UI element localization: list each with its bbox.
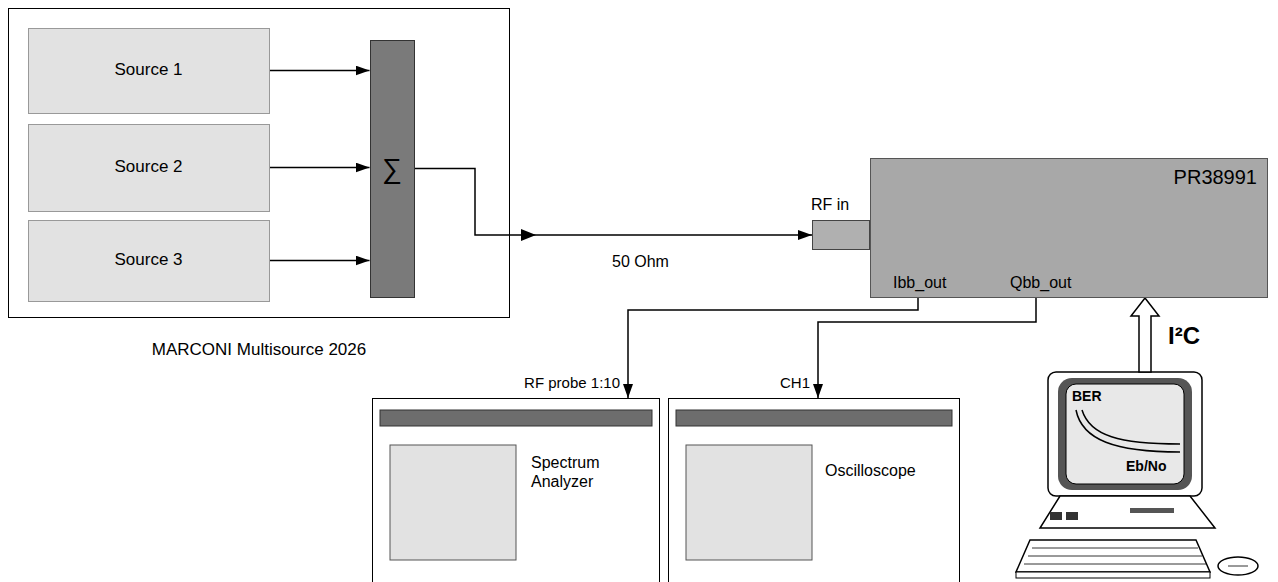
edge-label-holder: I²C — [1168, 322, 1200, 351]
signal-line — [270, 260, 370, 262]
keyboard — [1016, 540, 1210, 572]
ber-curve — [1076, 410, 1180, 452]
spectrum-analyzer: Spectrum Analyzer — [372, 398, 660, 582]
source-box: Source 2 — [28, 124, 270, 212]
signal-line — [270, 167, 370, 169]
pin-label-holder: Ibb_out — [893, 273, 946, 292]
monitor-bezel — [1058, 378, 1192, 490]
text-holder: Spectrum Analyzer — [531, 453, 631, 491]
signal-line — [415, 169, 813, 236]
pin-name: Ibb_out — [893, 274, 946, 291]
node-text: ∑ — [382, 152, 402, 186]
keyboard-edge — [1016, 572, 1210, 578]
text-holder: Eb/No — [1126, 458, 1166, 475]
computer-base — [1040, 496, 1215, 528]
node-text: BER — [1072, 388, 1102, 404]
source-box: Source 1 — [28, 28, 270, 114]
drive-slot — [1066, 512, 1078, 520]
mouse — [1218, 557, 1258, 575]
node-text: RF in — [811, 196, 849, 213]
node-text: Eb/No — [1126, 458, 1166, 474]
node-text: Source 3 — [114, 250, 182, 270]
ber-curve — [1082, 410, 1180, 444]
text-holder: Source 3 — [29, 221, 269, 301]
edge-label-holder: CH1 — [780, 374, 810, 392]
node-text: Source 2 — [114, 157, 182, 177]
drive-slot — [1050, 512, 1062, 520]
instrument-frame: MARCONI Multisource 2026Source 1Source 2… — [8, 8, 510, 318]
edge-label: RF probe 1:10 — [524, 374, 620, 391]
computer: BER Eb/No — [1012, 372, 1274, 582]
instrument-bar — [380, 410, 652, 426]
text-holder: PR38991 — [1174, 165, 1257, 189]
signal-line — [818, 298, 1036, 398]
text-holder: ∑ — [371, 41, 414, 297]
drive-slot — [1130, 508, 1174, 513]
mouse-button — [1228, 566, 1248, 567]
edge-label: CH1 — [780, 374, 810, 391]
text-holder: RF in — [811, 195, 849, 214]
keyboard-keys — [1024, 548, 1206, 564]
text-holder: Source 2 — [29, 125, 269, 211]
pin-name: Qbb_out — [1010, 274, 1071, 291]
edge-label: 50 Ohm — [612, 253, 669, 270]
bus-arrow — [1131, 298, 1159, 372]
instrument-bar — [676, 410, 952, 426]
edge-label: I²C — [1168, 322, 1200, 349]
summing-block: ∑ — [370, 40, 415, 298]
signal-line — [270, 70, 370, 72]
signal-line — [628, 298, 918, 398]
text-holder: Oscilloscope — [825, 461, 916, 480]
monitor-screen — [1066, 384, 1184, 484]
node-text: Spectrum Analyzer — [531, 454, 599, 490]
node-text: PR38991 — [1174, 166, 1257, 188]
pin-label-holder: Qbb_out — [1010, 273, 1071, 292]
instrument-screen — [390, 445, 516, 560]
oscilloscope: Oscilloscope — [668, 398, 960, 582]
monitor-housing — [1048, 372, 1202, 496]
rf-connector: RF in — [812, 220, 870, 250]
instrument-screen — [686, 445, 812, 560]
node-text: Source 1 — [114, 60, 182, 80]
source-box: Source 3 — [28, 220, 270, 302]
text-holder: MARCONI Multisource 2026 — [9, 340, 509, 360]
edge-label-holder: 50 Ohm — [612, 252, 669, 271]
node-text: MARCONI Multisource 2026 — [152, 340, 366, 359]
text-holder: BER — [1072, 388, 1102, 405]
edge-label-holder: RF probe 1:10 — [524, 374, 620, 392]
text-holder: Source 1 — [29, 29, 269, 113]
node-text: Oscilloscope — [825, 462, 916, 479]
